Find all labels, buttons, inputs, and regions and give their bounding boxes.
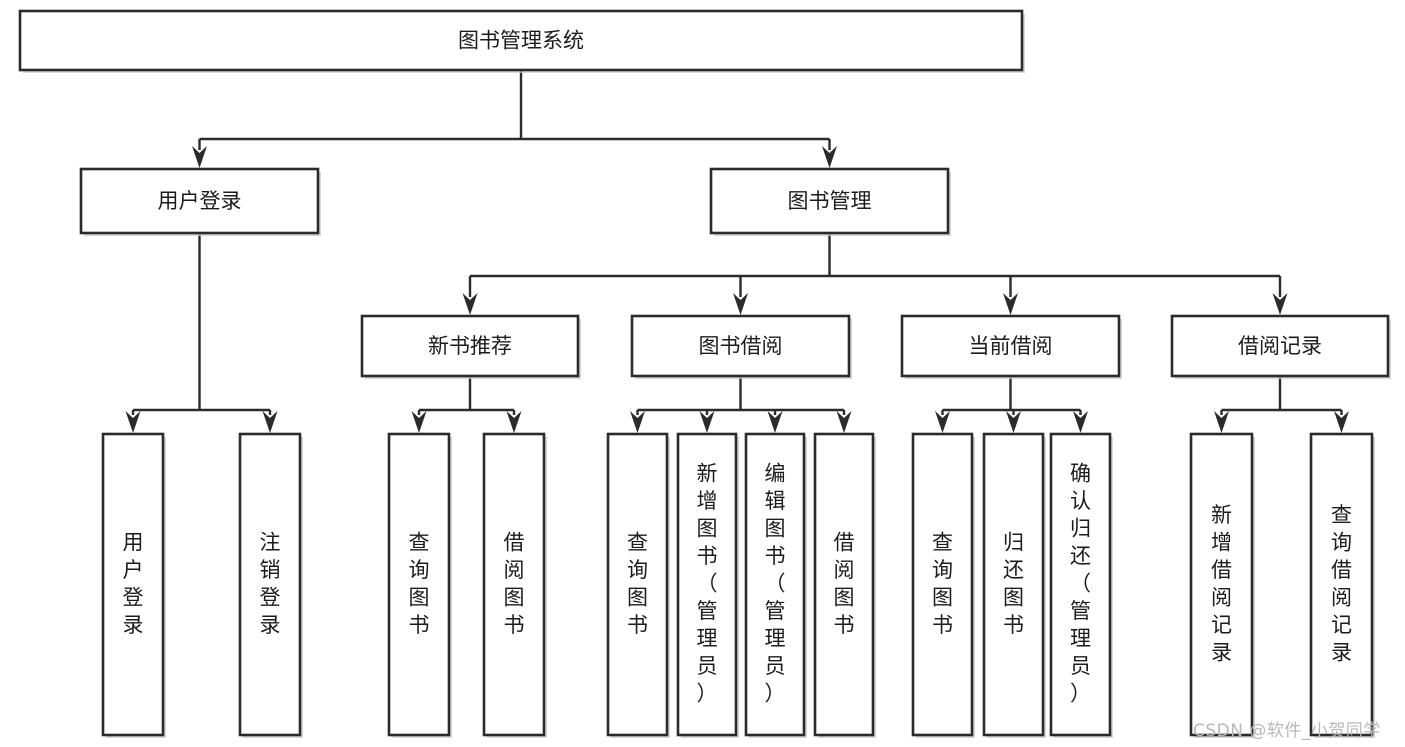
- node-border: [1170, 314, 1390, 378]
- node-border: [744, 432, 806, 737]
- arrow-head-icon: [822, 146, 837, 168]
- node-label: 新增图书（管理员）: [697, 462, 718, 706]
- node-border: [911, 432, 974, 737]
- arrow-head-icon: [630, 411, 645, 433]
- node-leaf-rec-borrow[interactable]: 借阅图书: [482, 432, 547, 738]
- node-border: [101, 432, 165, 737]
- node-border: [813, 432, 875, 737]
- node-label: 新书推荐: [428, 334, 512, 358]
- node-label: 查询图书: [409, 530, 430, 637]
- node-leaf-cur-confirm[interactable]: 确认归还（管理员）: [1049, 432, 1113, 738]
- node-borrow-record[interactable]: 借阅记录: [1170, 314, 1391, 379]
- node-leaf-borrow-edit[interactable]: 编辑图书（管理员）: [744, 432, 807, 738]
- node-label: 归还图书: [1003, 530, 1024, 637]
- node-layer: 图书管理系统用户登录图书管理新书推荐图书借阅当前借阅借阅记录用户登录注销登录查询…: [18, 9, 1391, 738]
- arrow-head-icon: [836, 411, 852, 433]
- node-leaf-user-login[interactable]: 用户登录: [101, 432, 166, 738]
- node-border: [482, 432, 546, 737]
- arrow-head-icon: [1334, 411, 1349, 433]
- node-label: 查询借阅记录: [1331, 503, 1352, 665]
- node-new-book-rec[interactable]: 新书推荐: [360, 314, 581, 379]
- node-border: [79, 167, 320, 235]
- arrow-head-icon: [699, 411, 715, 433]
- arrow-head-icon: [1214, 411, 1229, 433]
- node-border: [982, 432, 1045, 737]
- node-label: 图书借阅: [699, 334, 783, 358]
- node-label: 当前借阅: [969, 334, 1053, 358]
- arrow-head-icon: [192, 146, 207, 168]
- node-label: 借阅图书: [834, 530, 855, 637]
- node-label: 用户登录: [123, 530, 144, 637]
- node-leaf-borrow-add[interactable]: 新增图书（管理员）: [676, 432, 739, 738]
- arrow-head-icon: [1073, 411, 1088, 433]
- arrow-head-icon: [506, 411, 522, 433]
- arrow-head-icon: [411, 411, 427, 433]
- node-border: [709, 167, 950, 235]
- node-label: 用户登录: [158, 189, 242, 213]
- node-label: 图书管理: [788, 189, 872, 213]
- node-label: 查询图书: [932, 530, 953, 637]
- node-label: 注销登录: [260, 530, 281, 637]
- arrow-head-icon: [1003, 293, 1018, 315]
- node-border: [18, 9, 1024, 72]
- node-leaf-borrow-lend[interactable]: 借阅图书: [813, 432, 876, 738]
- node-leaf-rec-query2[interactable]: 查询借阅记录: [1309, 432, 1375, 738]
- node-border: [1309, 432, 1374, 737]
- node-label: 借阅记录: [1238, 334, 1322, 358]
- node-border: [900, 314, 1121, 378]
- node-book-borrow[interactable]: 图书借阅: [630, 314, 852, 379]
- arrow-head-icon: [462, 293, 478, 315]
- node-border: [387, 432, 451, 737]
- csdn-watermark: CSDN @软件_小贺同学: [1193, 721, 1381, 741]
- node-border: [676, 432, 738, 737]
- node-leaf-cur-return[interactable]: 归还图书: [982, 432, 1046, 738]
- node-border: [630, 314, 851, 378]
- connector-layer: [125, 70, 1349, 433]
- arrow-head-icon: [125, 411, 141, 433]
- arrow-head-icon: [733, 293, 748, 315]
- node-border: [238, 432, 302, 737]
- node-label: 查询图书: [627, 530, 648, 637]
- node-border: [1049, 432, 1112, 737]
- node-book-manage[interactable]: 图书管理: [709, 167, 951, 236]
- node-border: [360, 314, 580, 378]
- node-label: 图书管理系统: [458, 29, 584, 53]
- node-root[interactable]: 图书管理系统: [18, 9, 1025, 73]
- node-border: [1189, 432, 1254, 737]
- node-leaf-user-logout[interactable]: 注销登录: [238, 432, 303, 738]
- node-leaf-rec-query[interactable]: 查询图书: [387, 432, 452, 738]
- arrow-head-icon: [262, 411, 278, 433]
- node-label: 借阅图书: [504, 530, 525, 637]
- arrow-head-icon: [1272, 293, 1288, 315]
- arrow-head-icon: [935, 411, 950, 433]
- node-label: 新增借阅记录: [1211, 503, 1232, 665]
- node-border: [606, 432, 669, 737]
- node-leaf-cur-query[interactable]: 查询图书: [911, 432, 975, 738]
- node-leaf-rec-add[interactable]: 新增借阅记录: [1189, 432, 1255, 738]
- arrow-head-icon: [1006, 411, 1021, 433]
- node-user-login[interactable]: 用户登录: [79, 167, 321, 236]
- node-label: 编辑图书（管理员）: [765, 462, 786, 706]
- node-leaf-borrow-query[interactable]: 查询图书: [606, 432, 670, 738]
- arrow-head-icon: [767, 411, 783, 433]
- node-label: 确认归还（管理员）: [1070, 462, 1091, 706]
- node-current-borrow[interactable]: 当前借阅: [900, 314, 1122, 379]
